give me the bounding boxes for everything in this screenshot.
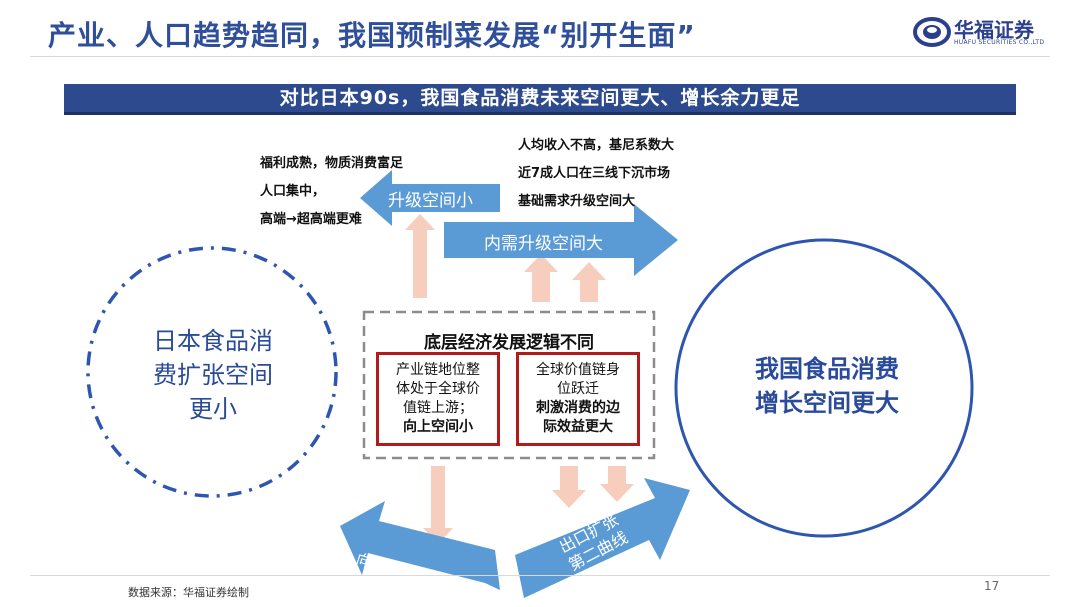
page-number: 17 bbox=[984, 579, 1000, 593]
left-circle-line: 费扩张空间 bbox=[153, 361, 273, 389]
left-circle-line: 日本食品消 bbox=[153, 327, 273, 355]
right-circle-line: 增长空间更大 bbox=[755, 389, 899, 417]
downsink-export-arrow bbox=[340, 501, 500, 590]
pink-down-arrow-mid bbox=[552, 466, 586, 508]
right-note-line: 基础需求升级空间大 bbox=[518, 194, 636, 209]
pink-down-arrow-left bbox=[423, 466, 453, 544]
footer-divider bbox=[30, 575, 1050, 576]
pink-up-arrow-right bbox=[572, 262, 606, 302]
left-note-line: 高端→超高端更难 bbox=[260, 212, 362, 227]
box-line-emphasis: 刺激消费的边 bbox=[536, 400, 620, 416]
right-note-line: 近7成人口在三线下沉市场 bbox=[518, 166, 671, 181]
japan-logic-box: 产业链地位整 体处于全球价 值链上游； 向上空间小 bbox=[376, 352, 500, 446]
summary-banner: 对比日本90s，我国食品消费未来空间更大、增长余力更足 bbox=[64, 84, 1016, 115]
right-circle-text: 我国食品消费 增长空间更大 bbox=[722, 352, 932, 420]
upgrade-small-label: 升级空间小 bbox=[388, 191, 473, 211]
left-notes: 福利成熟，物质消费富足 人口集中， 高端→超高端更难 bbox=[260, 150, 403, 234]
right-notes: 人均收入不高，基尼系数大 近7成人口在三线下沉市场 基础需求升级空间大 bbox=[518, 132, 674, 216]
center-title: 底层经济发展逻辑不同 bbox=[424, 333, 594, 353]
data-source: 数据来源：华福证券绘制 bbox=[128, 586, 249, 599]
box-line-emphasis: 向上空间小 bbox=[403, 419, 473, 435]
box-line: 产业链地位整 bbox=[396, 362, 480, 378]
header-divider bbox=[30, 56, 1050, 57]
pink-down-arrow-right bbox=[600, 466, 634, 502]
left-note-line: 福利成熟，物质消费富足 bbox=[260, 156, 404, 171]
left-circle-text: 日本食品消 费扩张空间 更小 bbox=[128, 324, 298, 426]
huafu-logo-icon bbox=[913, 17, 951, 47]
center-logic-box: 底层经济发展逻辑不同 产业链地位整 体处于全球价 值链上游； 向上空间小 全球价… bbox=[364, 312, 654, 458]
domestic-upgrade-arrow bbox=[444, 204, 678, 276]
box-line: 值链上游； bbox=[403, 400, 473, 416]
right-circle-line: 我国食品消费 bbox=[755, 355, 899, 383]
right-solid-circle bbox=[674, 238, 974, 538]
logo-subtitle: HUAFU SECURITIES CO.,LTD bbox=[954, 39, 1045, 46]
left-circle-line: 更小 bbox=[189, 395, 237, 423]
export-expansion-arrow bbox=[515, 478, 690, 598]
domestic-upgrade-label: 内需升级空间大 bbox=[484, 234, 603, 254]
pink-up-arrow-left bbox=[405, 214, 435, 298]
left-dashed-circle bbox=[86, 246, 338, 498]
company-logo: 华福证券 HUAFU SECURITIES CO.,LTD bbox=[912, 14, 1062, 50]
box-line-emphasis: 际效益更大 bbox=[543, 419, 613, 435]
logo-name: 华福证券 bbox=[954, 18, 1034, 42]
box-line: 全球价值链身 bbox=[536, 362, 620, 378]
china-logic-box: 全球价值链身 位跃迁 刺激消费的边 际效益更大 bbox=[516, 352, 640, 446]
box-line: 体处于全球价 bbox=[396, 381, 480, 397]
upgrade-small-arrow bbox=[360, 170, 500, 226]
pink-up-arrow-mid bbox=[524, 254, 558, 302]
left-note-line: 人口集中， bbox=[260, 184, 326, 199]
page-title: 产业、人口趋势趋同，我国预制菜发展“别开生面” bbox=[48, 19, 696, 52]
right-note-line: 人均收入不高，基尼系数大 bbox=[518, 138, 675, 153]
box-line: 位跃迁 bbox=[557, 381, 599, 397]
